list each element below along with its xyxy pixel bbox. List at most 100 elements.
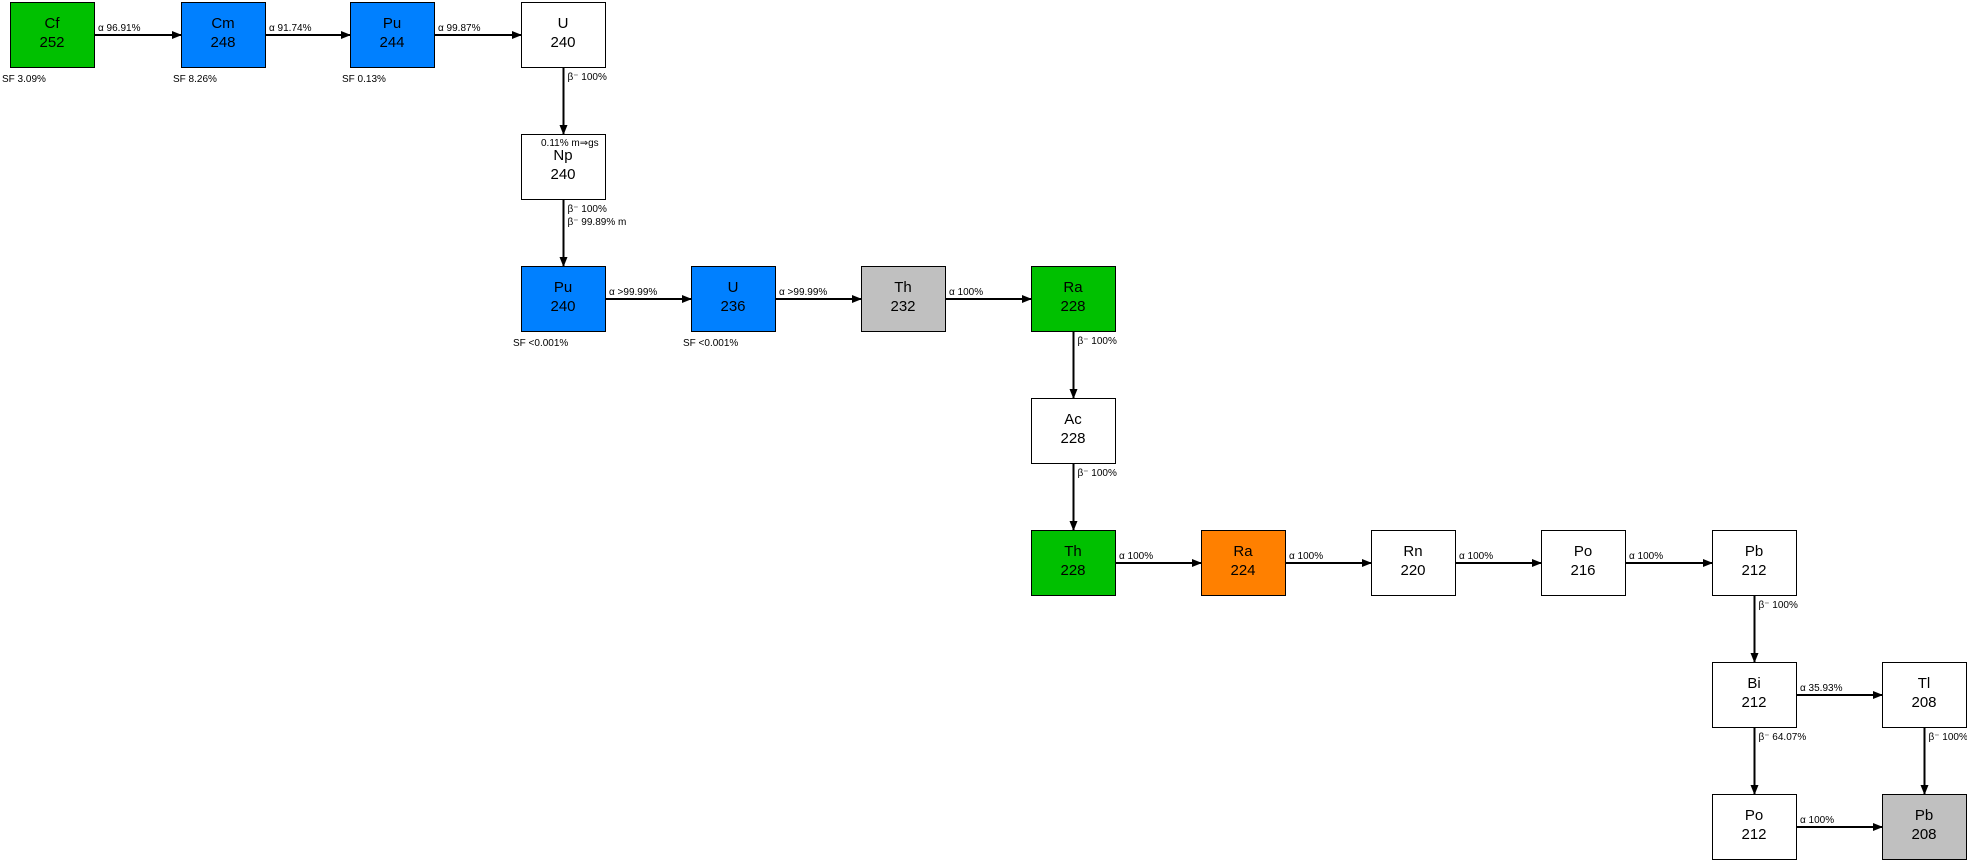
mass-number: 236 [720,298,745,315]
nuclide-po212: Po 212 [1712,794,1797,860]
branch-note: SF 3.09% [2,74,46,85]
nuclide-np240: Np 240 [521,134,606,200]
element-symbol: Bi [1747,675,1760,692]
element-symbol: Ra [1233,543,1253,560]
nuclide-box [1031,398,1116,464]
element-symbol: Ra [1063,279,1083,296]
mass-number: 208 [1911,694,1936,711]
decay-mode-label: α 91.74% [269,23,312,34]
nuclide-bi212: Bi 212 [1712,662,1797,728]
nuclide-box [1712,794,1797,860]
nuclide-box [1541,530,1626,596]
nuclide-u236: U 236 [691,266,776,332]
nuclide-pb208: Pb 208 [1882,794,1967,860]
nuclide-ac228: Ac 228 [1031,398,1116,464]
nuclide-th232: Th 232 [861,266,946,332]
mass-number: 232 [890,298,915,315]
nuclide-pu244: Pu 244 [350,2,435,68]
element-symbol: Th [1064,543,1082,560]
nuclide-box [350,2,435,68]
element-symbol: Rn [1403,543,1422,560]
nuclide-box [1371,530,1456,596]
mass-number: 228 [1060,298,1085,315]
nuclide-box [1712,662,1797,728]
mass-number: 212 [1741,694,1766,711]
mass-number: 252 [39,34,64,51]
nuclide-cm248: Cm 248 [181,2,266,68]
nuclide-box [1882,794,1967,860]
element-symbol: U [728,279,739,296]
mass-number: 208 [1911,826,1936,843]
branch-note: SF 0.13% [342,74,386,85]
mass-number: 240 [550,166,575,183]
element-symbol: Pb [1745,543,1763,560]
decay-mode-label: α 100% [1800,815,1834,826]
nuclide-box [861,266,946,332]
nuclide-nodes: Cf252Cm248Pu244U240Np240Pu240U236Th232Ra… [10,2,1967,860]
nuclide-box [521,2,606,68]
nuclide-box [1031,266,1116,332]
decay-mode-label: β⁻ 100% [1078,468,1117,479]
decay-mode-label-secondary: β⁻ 99.89% m [568,217,627,228]
decay-labels: α 96.91% α 91.74% α 99.87% β⁻ 100% β⁻ 100% β⁻… [2,23,1967,826]
decay-mode-label: β⁻ 64.07% [1759,732,1807,743]
decay-mode-label: β⁻ 100% [1929,732,1967,743]
mass-number: 212 [1741,826,1766,843]
decay-mode-label: α 35.93% [1800,683,1843,694]
element-symbol: Po [1745,807,1763,824]
decay-mode-label: α 100% [949,287,983,298]
mass-number: 228 [1060,562,1085,579]
branch-note: SF <0.001% [513,338,568,349]
decay-mode-label: α 100% [1629,551,1663,562]
decay-arrows [95,31,1929,831]
nuclide-cf252: Cf 252 [10,2,95,68]
decay-mode-label: β⁻ 100% [1078,336,1117,347]
nuclide-box [521,266,606,332]
nuclide-po216: Po 216 [1541,530,1626,596]
nuclide-th228: Th 228 [1031,530,1116,596]
element-symbol: Pb [1915,807,1933,824]
nuclide-box [1031,530,1116,596]
decay-mode-label: α >99.99% [609,287,657,298]
nuclide-ra224: Ra 224 [1201,530,1286,596]
decay-mode-label: β⁻ 100% [568,204,607,215]
branch-note: SF <0.001% [683,338,738,349]
mass-number: 240 [550,34,575,51]
nuclide-box [181,2,266,68]
nuclide-box [521,134,606,200]
mass-number: 240 [550,298,575,315]
mass-number: 224 [1230,562,1255,579]
mass-number: 216 [1570,562,1595,579]
nuclide-box [10,2,95,68]
decay-mode-label: α >99.99% [779,287,827,298]
nuclide-ra228: Ra 228 [1031,266,1116,332]
mass-number: 228 [1060,430,1085,447]
element-symbol: Pu [554,279,572,296]
element-symbol: Cf [45,15,61,32]
mass-number: 244 [379,34,404,51]
decay-mode-label: α 100% [1459,551,1493,562]
nuclide-box [1201,530,1286,596]
decay-mode-label: α 100% [1119,551,1153,562]
branch-note: 0.11% m⇒gs [541,138,599,149]
element-symbol: Th [894,279,912,296]
nuclide-box [691,266,776,332]
element-symbol: Ac [1064,411,1082,428]
element-symbol: Np [553,147,572,164]
nuclide-pu240: Pu 240 [521,266,606,332]
decay-mode-label: α 99.87% [438,23,481,34]
element-symbol: Cm [211,15,234,32]
element-symbol: Po [1574,543,1592,560]
mass-number: 248 [210,34,235,51]
nuclide-box [1712,530,1797,596]
element-symbol: Pu [383,15,401,32]
decay-mode-label: α 96.91% [98,23,141,34]
nuclide-box [1882,662,1967,728]
decay-mode-label: α 100% [1289,551,1323,562]
decay-mode-label: β⁻ 100% [1759,600,1798,611]
